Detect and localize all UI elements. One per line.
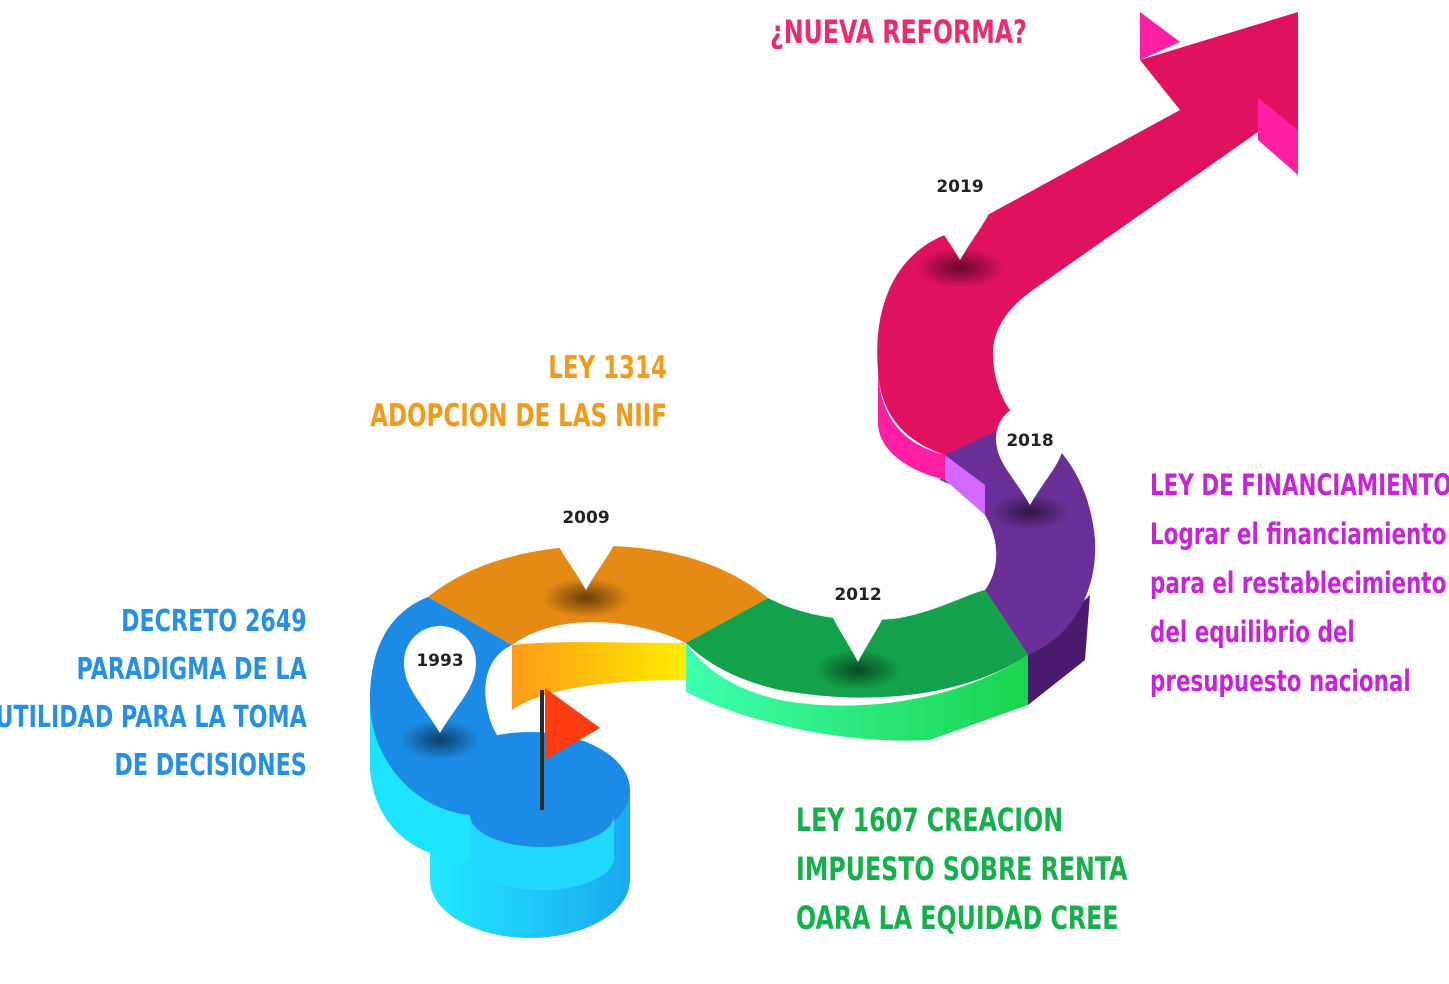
caption-line: DE DECISIONES [114, 748, 307, 783]
caption-line: del equilibrio del [1150, 615, 1355, 649]
caption-2019-nueva-reforma: ¿NUEVA REFORMA? [770, 8, 1027, 56]
caption-line: ¿NUEVA REFORMA? [770, 13, 1027, 51]
year-pin-2012: 2012 [814, 558, 902, 690]
caption-2009-ley-1314: LEY 1314 ADOPCION DE LAS NIIF [370, 344, 667, 440]
map-pin-icon [924, 150, 996, 260]
year-pin-1993: 1993 [400, 626, 480, 760]
start-flag-icon [540, 688, 600, 810]
year-pin-2019: 2019 [916, 150, 1004, 288]
caption-2012-ley-1607: LEY 1607 CREACION IMPUESTO SOBRE RENTA O… [796, 796, 1127, 943]
caption-line: presupuesto nacional [1150, 664, 1411, 698]
year-label: 2009 [562, 508, 609, 528]
caption-line: para el restablecimiento [1150, 566, 1447, 600]
caption-line: ADOPCION DE LAS NIIF [370, 398, 667, 434]
caption-line: UTILIDAD PARA LA TOMA [0, 700, 307, 735]
map-pin-icon [826, 558, 890, 662]
year-pin-2018: 2018 [990, 404, 1070, 530]
caption-line: DECRETO 2649 [121, 604, 307, 639]
year-pin-2009: 2009 [542, 486, 630, 618]
map-pin-icon [404, 626, 476, 733]
year-label: 2018 [1006, 431, 1053, 451]
year-label: 2019 [936, 177, 983, 197]
caption-line: Lograr el financiamiento [1150, 517, 1447, 551]
year-label: 2012 [834, 585, 881, 605]
caption-line: PARADIGMA DE LA [76, 652, 308, 687]
caption-line: OARA LA EQUIDAD CREE [796, 899, 1119, 937]
caption-1993-decreto-2649: DECRETO 2649 PARADIGMA DE LA UTILIDAD PA… [0, 598, 307, 790]
caption-line: LEY 1314 [548, 350, 667, 386]
road-segment-pink [877, 12, 1298, 480]
year-label: 1993 [416, 651, 463, 671]
caption-line: IMPUESTO SOBRE RENTA [796, 850, 1128, 888]
caption-line: LEY 1607 CREACION [796, 801, 1064, 839]
map-pin-icon [552, 486, 620, 590]
caption-line: LEY DE FINANCIAMIENTO [1150, 468, 1449, 502]
road-segment-purple [940, 420, 1096, 705]
caption-2018-ley-financiamiento: LEY DE FINANCIAMIENTO Lograr el financia… [1150, 461, 1449, 706]
map-pin-icon [996, 404, 1064, 505]
